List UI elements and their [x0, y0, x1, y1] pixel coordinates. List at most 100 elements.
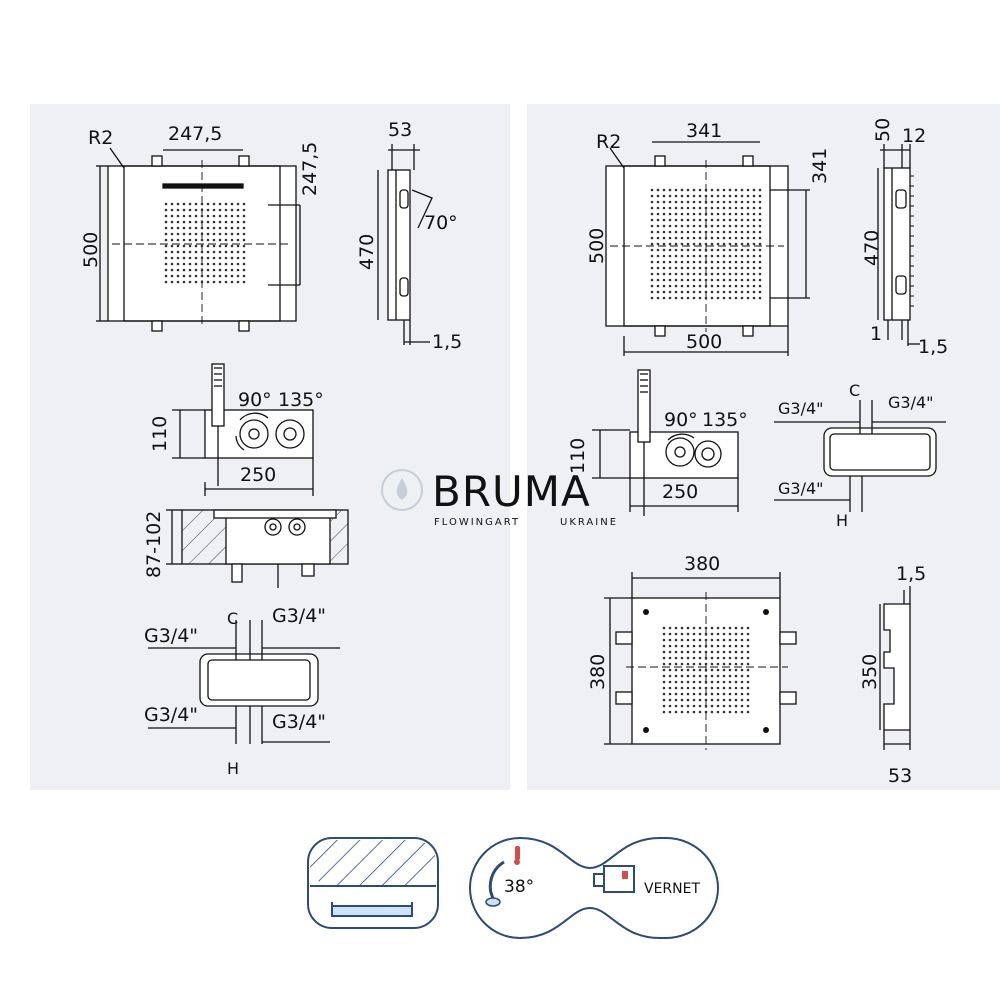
- nozzle-dot: [746, 638, 750, 642]
- right-overall-height-label: 500: [586, 228, 608, 264]
- nozzle-dot: [674, 650, 678, 654]
- nozzle-dot: [212, 262, 216, 266]
- nozzle-dot: [746, 224, 750, 228]
- nozzle-dot: [710, 290, 714, 294]
- nozzle-dot: [230, 202, 234, 206]
- nozzle-dot: [188, 280, 192, 284]
- nozzle-dot: [200, 256, 204, 260]
- left-mixer-width-label: 250: [240, 464, 276, 486]
- nozzle-dot: [230, 214, 234, 218]
- nozzle-dot: [692, 218, 696, 222]
- nozzle-dot: [698, 638, 702, 642]
- nozzle-dot: [662, 296, 666, 300]
- nozzle-dot: [734, 278, 738, 282]
- nozzle-dot: [734, 668, 738, 672]
- nozzle-dot: [200, 244, 204, 248]
- nozzle-dot: [656, 284, 660, 288]
- nozzle-dot: [662, 284, 666, 288]
- nozzle-dot: [680, 278, 684, 282]
- nozzle-dot: [668, 212, 672, 216]
- left-installation-view: [166, 509, 349, 588]
- nozzle-dot: [728, 668, 732, 672]
- nozzle-dot: [686, 224, 690, 228]
- nozzle-dot: [188, 214, 192, 218]
- nozzle-dot: [218, 238, 222, 242]
- nozzle-dot: [686, 218, 690, 222]
- nozzle-dot: [218, 220, 222, 224]
- nozzle-dot: [188, 208, 192, 212]
- nozzle-dot: [176, 232, 180, 236]
- nozzle-dot: [692, 680, 696, 684]
- nozzle-dot: [206, 220, 210, 224]
- nozzle-dot: [716, 680, 720, 684]
- nozzle-dot: [176, 202, 180, 206]
- watermark-region: UKRAINE: [560, 517, 618, 528]
- nozzle-dot: [656, 278, 660, 282]
- nozzle-dot: [704, 656, 708, 660]
- left-thread-top-right: G3/4": [272, 605, 326, 627]
- nozzle-dot: [662, 224, 666, 228]
- nozzle-dot: [698, 236, 702, 240]
- nozzle-dot: [686, 662, 690, 666]
- nozzle-dot: [716, 632, 720, 636]
- nozzle-dot: [722, 668, 726, 672]
- nozzle-dot: [698, 206, 702, 210]
- nozzle-dot: [176, 226, 180, 230]
- nozzle-dot: [698, 698, 702, 702]
- nozzle-dot: [746, 218, 750, 222]
- nozzle-dot: [716, 254, 720, 258]
- nozzle-dot: [668, 194, 672, 198]
- nozzle-dot: [710, 200, 714, 204]
- nozzle-dot: [746, 632, 750, 636]
- nozzle-dot: [242, 208, 246, 212]
- nozzle-dot: [182, 238, 186, 242]
- nozzle-dot: [680, 230, 684, 234]
- nozzle-dot: [740, 296, 744, 300]
- nozzle-dot: [668, 656, 672, 660]
- nozzle-dot: [710, 236, 714, 240]
- nozzle-dot: [746, 674, 750, 678]
- nozzle-dot: [230, 256, 234, 260]
- nozzle-dot: [722, 650, 726, 654]
- nozzle-dot: [740, 248, 744, 252]
- nozzle-dot: [692, 710, 696, 714]
- nozzle-dot: [674, 248, 678, 252]
- nozzle-dot: [752, 188, 756, 192]
- nozzle-dot: [164, 280, 168, 284]
- nozzle-dot: [218, 250, 222, 254]
- nozzle-dot: [686, 272, 690, 276]
- nozzle-dot: [698, 230, 702, 234]
- nozzle-dot: [692, 194, 696, 198]
- nozzle-dot: [740, 254, 744, 258]
- nozzle-dot: [686, 284, 690, 288]
- nozzle-dot: [740, 656, 744, 660]
- nozzle-dot: [206, 214, 210, 218]
- nozzle-dot: [662, 266, 666, 270]
- nozzle-dot: [680, 218, 684, 222]
- nozzle-dot: [698, 692, 702, 696]
- nozzle-dot: [704, 290, 708, 294]
- nozzle-dot: [716, 296, 720, 300]
- right-cold-label: C: [849, 381, 860, 400]
- nozzle-dot: [224, 280, 228, 284]
- nozzle-dot: [734, 194, 738, 198]
- nozzle-dot: [680, 188, 684, 192]
- nozzle-dot: [710, 656, 714, 660]
- nozzle-dot: [662, 656, 666, 660]
- nozzle-dot: [206, 244, 210, 248]
- nozzle-dot: [212, 268, 216, 272]
- nozzle-dot: [710, 650, 714, 654]
- nozzle-dot: [722, 266, 726, 270]
- nozzle-dot: [176, 250, 180, 254]
- nozzle-dot: [176, 280, 180, 284]
- nozzle-dot: [200, 202, 204, 206]
- nozzle-dot: [704, 194, 708, 198]
- nozzle-dot: [746, 230, 750, 234]
- nozzle-dot: [656, 242, 660, 246]
- nozzle-dot: [752, 242, 756, 246]
- nozzle-dot: [194, 214, 198, 218]
- nozzle-dot: [686, 236, 690, 240]
- nozzle-dot: [746, 656, 750, 660]
- nozzle-dot: [728, 200, 732, 204]
- nozzle-dot: [752, 284, 756, 288]
